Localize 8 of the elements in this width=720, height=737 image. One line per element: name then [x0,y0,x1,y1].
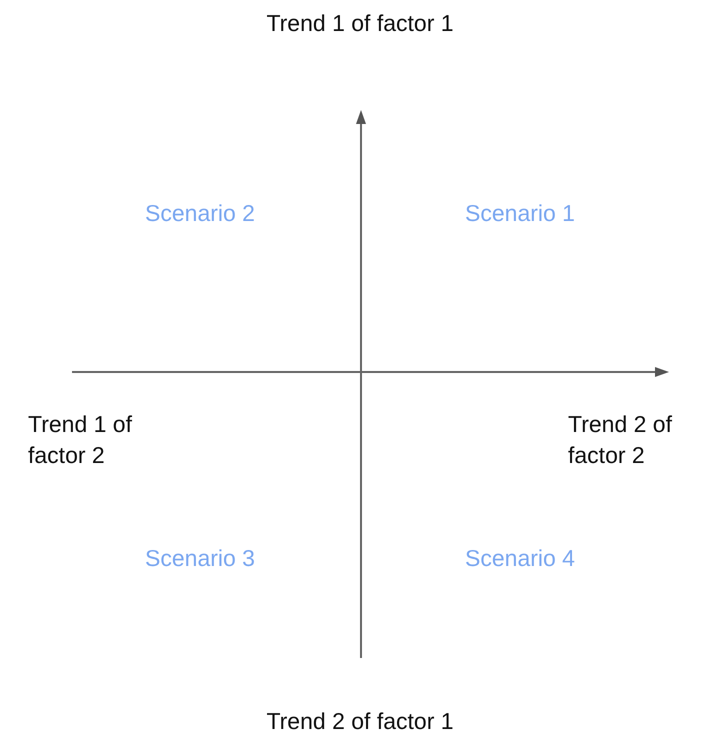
scenario-label: Scenario 3 [145,544,255,573]
axis-label: Trend 1 of factor 2 [28,410,133,470]
scenario-label: Scenario 2 [145,199,255,228]
axis-label: Trend 2 of factor 2 [568,410,673,470]
axis-label: Trend 2 of factor 1 [266,707,454,736]
scenario-label: Scenario 4 [465,544,575,573]
axis-label: Trend 1 of factor 1 [266,9,454,38]
scenario-label: Scenario 1 [465,199,575,228]
